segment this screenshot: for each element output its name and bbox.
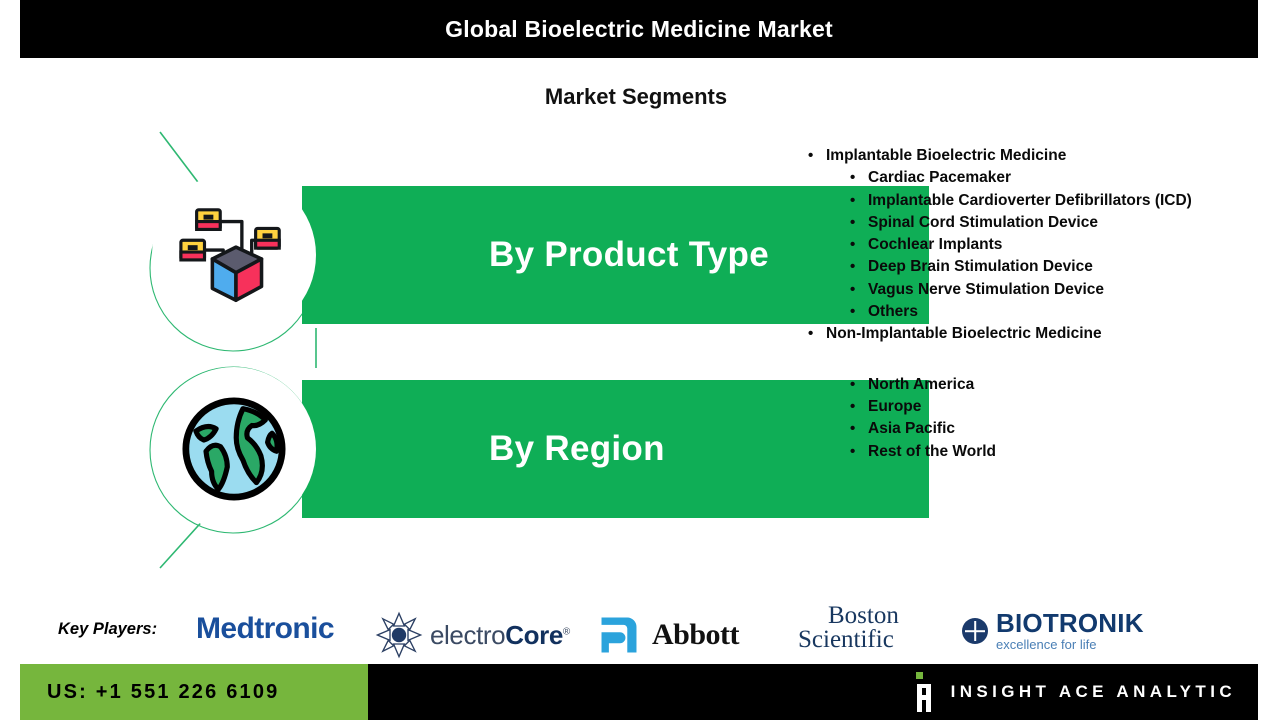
logo-dot <box>915 672 923 679</box>
abbott-mark-icon <box>601 617 637 653</box>
bullet-dot-icon: • <box>850 420 856 438</box>
logo-electrocore-light: electro <box>430 619 506 650</box>
header-bar: Global Bioelectric Medicine Market <box>20 0 1258 58</box>
footer-phone-bar: US: +1 551 226 6109 <box>20 664 368 720</box>
product-type-item-label: Cochlear Implants <box>868 236 1003 254</box>
product-type-list: • Implantable Bioelectric Medicine • Cardia… <box>795 145 1265 346</box>
region-item-label: North America <box>868 375 975 393</box>
subtitle: Market Segments <box>0 84 1280 110</box>
logo-boston-scientific: Boston Scientific <box>798 602 899 653</box>
product-type-item: • Implantable Cardioverter Defibrillators… <box>850 190 1265 212</box>
segment-label-product: By Product Type <box>489 235 770 274</box>
product-type-item: • Others <box>850 301 1265 323</box>
bullet-dot-icon: • <box>850 280 856 298</box>
logo-abbott: Abbott <box>596 612 740 658</box>
logo-electrocore: electroCore® <box>372 608 570 662</box>
footer-brand-bar: INSIGHT ACE ANALYTIC <box>368 664 1258 720</box>
segment-icon-circle-product <box>152 173 316 337</box>
brand-lockup: INSIGHT ACE ANALYTIC <box>913 672 1236 712</box>
logo-biotronik-name: BIOTRONIK <box>996 608 1144 638</box>
product-type-item-label: Non-Implantable Bioelectric Medicine <box>826 325 1102 343</box>
segment-icon-circle-region <box>152 367 316 531</box>
logo-medtronic: Medtronic <box>196 612 335 646</box>
product-type-item: • Spinal Cord Stimulation Device <box>850 212 1265 234</box>
product-type-item-label: Implantable Bioelectric Medicine <box>826 147 1067 164</box>
bullet-dot-icon: • <box>850 213 856 231</box>
logo-boston-line1: Boston <box>828 602 899 629</box>
product-type-item-label: Cardiac Pacemaker <box>868 169 1012 187</box>
product-type-item: • Implantable Bioelectric Medicine <box>808 145 1265 167</box>
logo-electrocore-registered: ® <box>562 625 570 637</box>
region-item: • Asia Pacific <box>850 418 1265 440</box>
decorative-spline <box>149 131 317 569</box>
insightace-logo-icon <box>913 672 935 712</box>
logo-medtronic-text: Medtronic <box>196 612 335 645</box>
logo-electrocore-text: electroCore® <box>430 620 570 651</box>
product-type-item: • Cochlear Implants <box>850 234 1265 256</box>
bullet-dot-icon: • <box>850 258 856 276</box>
segment-details-panel: • Implantable Bioelectric Medicine • Cardia… <box>795 145 1265 463</box>
region-list: • North America • Europe • Asia Pacific • Rest … <box>795 374 1265 463</box>
bullet-dot-icon: • <box>850 397 856 415</box>
electrocore-burst-icon <box>375 611 423 659</box>
globe-icon <box>182 397 286 501</box>
region-item: • North America <box>850 374 1265 396</box>
key-players-label: Key Players: <box>58 620 158 638</box>
footer-phone-number[interactable]: US: +1 551 226 6109 <box>47 680 280 703</box>
bullet-dot-icon: • <box>850 191 856 209</box>
logo-electrocore-bold: Core <box>505 619 563 650</box>
brand-name: INSIGHT ACE ANALYTIC <box>950 682 1236 701</box>
logo-boston-line2: Scientific <box>798 626 894 653</box>
region-item-label: Europe <box>868 397 922 415</box>
product-type-item: • Deep Brain Stimulation Device <box>850 256 1265 278</box>
logo-biotronik: BIOTRONIK excellence for life <box>962 610 1144 652</box>
network-cube-icon <box>179 208 281 303</box>
page-title: Global Bioelectric Medicine Market <box>445 15 833 42</box>
product-type-item-label: Vagus Nerve Stimulation Device <box>868 280 1105 298</box>
segment-label-region: By Region <box>489 429 665 468</box>
biotronik-mark-icon <box>962 618 988 644</box>
region-item-label: Asia Pacific <box>868 420 956 438</box>
logo-abbott-text: Abbott <box>652 618 740 651</box>
subtitle-text: Market Segments <box>544 84 728 109</box>
bullet-dot-icon: • <box>850 442 856 460</box>
list-spacer <box>795 346 1265 374</box>
logo-biotronik-tagline: excellence for life <box>996 637 1097 652</box>
bullet-dot-icon: • <box>808 325 814 343</box>
bullet-dot-icon: • <box>850 303 856 321</box>
product-type-item-label: Implantable Cardioverter Defibrillators … <box>868 191 1192 209</box>
bullet-dot-icon: • <box>850 375 856 393</box>
region-item: • Rest of the World <box>850 441 1265 463</box>
product-type-item-label: Spinal Cord Stimulation Device <box>868 213 1098 231</box>
bullet-dot-icon: • <box>850 169 856 187</box>
bullet-dot-icon: • <box>808 147 814 164</box>
product-type-item-label: Deep Brain Stimulation Device <box>868 258 1093 276</box>
region-item: • Europe <box>850 396 1265 418</box>
segment-banner-product[interactable]: By Product Type <box>302 186 929 324</box>
product-type-item: • Non-Implantable Bioelectric Medicine <box>808 323 1265 345</box>
bullet-dot-icon: • <box>850 236 856 254</box>
product-type-item: • Cardiac Pacemaker <box>850 167 1265 189</box>
segment-banner-region[interactable]: By Region <box>302 380 929 518</box>
product-type-item-label: Others <box>868 303 918 321</box>
region-item-label: Rest of the World <box>868 442 997 460</box>
product-type-item: • Vagus Nerve Stimulation Device <box>850 279 1265 301</box>
